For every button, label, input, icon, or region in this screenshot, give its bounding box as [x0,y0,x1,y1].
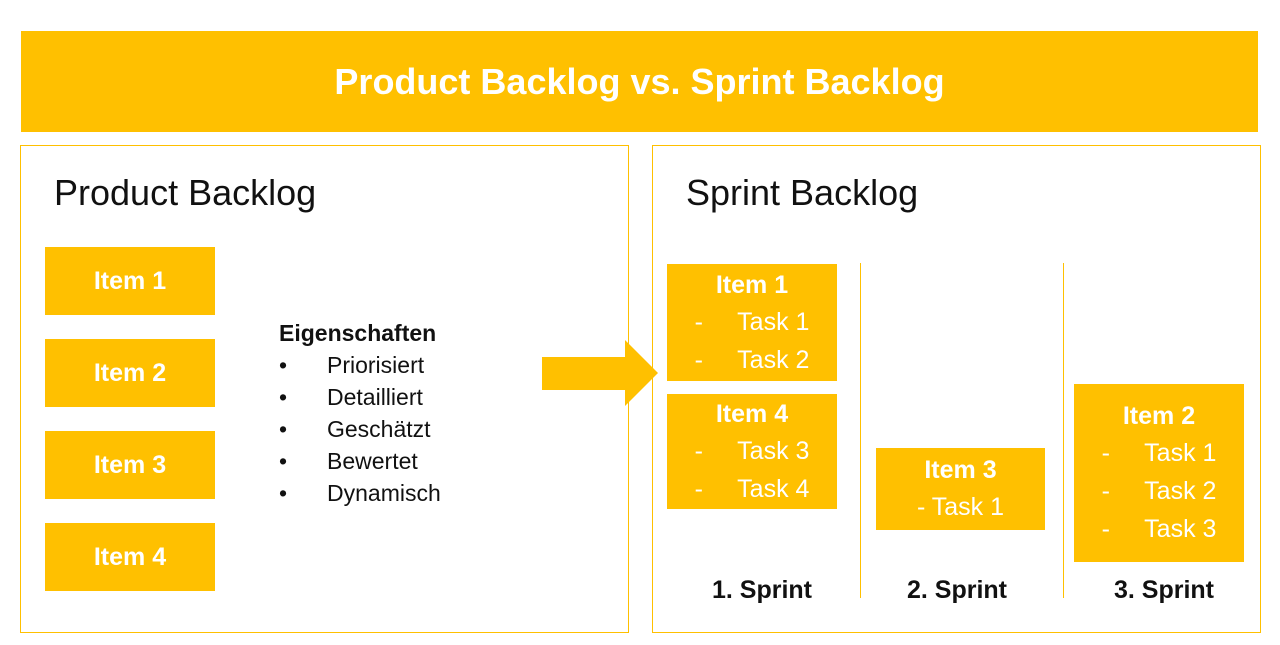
backlog-item: Item 3 [45,431,215,499]
backlog-item: Item 1 [45,247,215,315]
sprint-backlog-title: Sprint Backlog [686,172,919,213]
property: •Dynamisch [279,480,441,506]
sprint-item-box: Item 3 - Task 1 [876,448,1045,530]
sprint-backlog-panel [652,145,1261,633]
product-backlog-title: Product Backlog [54,172,317,213]
sprint-label: 2. Sprint [906,576,1007,604]
item-label: Item 1 [715,270,789,299]
title-banner: Product Backlog vs. Sprint Backlog [21,31,1258,132]
sprint-divider [860,263,861,598]
sprint-item-box: Item 4 - Task 3 - Task 4 [667,394,837,509]
task: - Task 2 [1101,477,1217,505]
backlog-item: Item 4 [45,523,215,591]
task: - Task 1 [1101,439,1217,467]
property: •Bewertet [279,448,418,474]
item-label: Item 2 [1122,402,1196,430]
task: - Task 2 [694,345,810,374]
sprint-label: 1. Sprint [711,576,812,604]
arrow-right-icon [542,340,658,406]
sprint-label: 3. Sprint [1113,576,1214,604]
item-label: Item 3 [924,456,997,484]
sprint-item-box: Item 2 - Task 1 - Task 2 - Task 3 [1074,384,1244,562]
property: •Geschätzt [279,416,431,442]
sprint-item-box: Item 1 - Task 1 - Task 2 [667,264,837,381]
task: - Task 4 [694,474,810,503]
task: - Task 1 [694,307,810,336]
properties-title: Eigenschaften [279,320,437,346]
sprint-divider [1063,263,1064,598]
task: - Task 1 [916,493,1005,521]
backlog-item: Item 2 [45,339,215,407]
property: •Detailliert [279,384,423,410]
task: - Task 3 [694,436,810,465]
property: •Priorisiert [279,352,425,378]
properties-list: Eigenschaften •Priorisiert •Detailliert … [279,318,441,509]
task: - Task 3 [1101,515,1217,543]
item-label: Item 4 [715,399,789,428]
